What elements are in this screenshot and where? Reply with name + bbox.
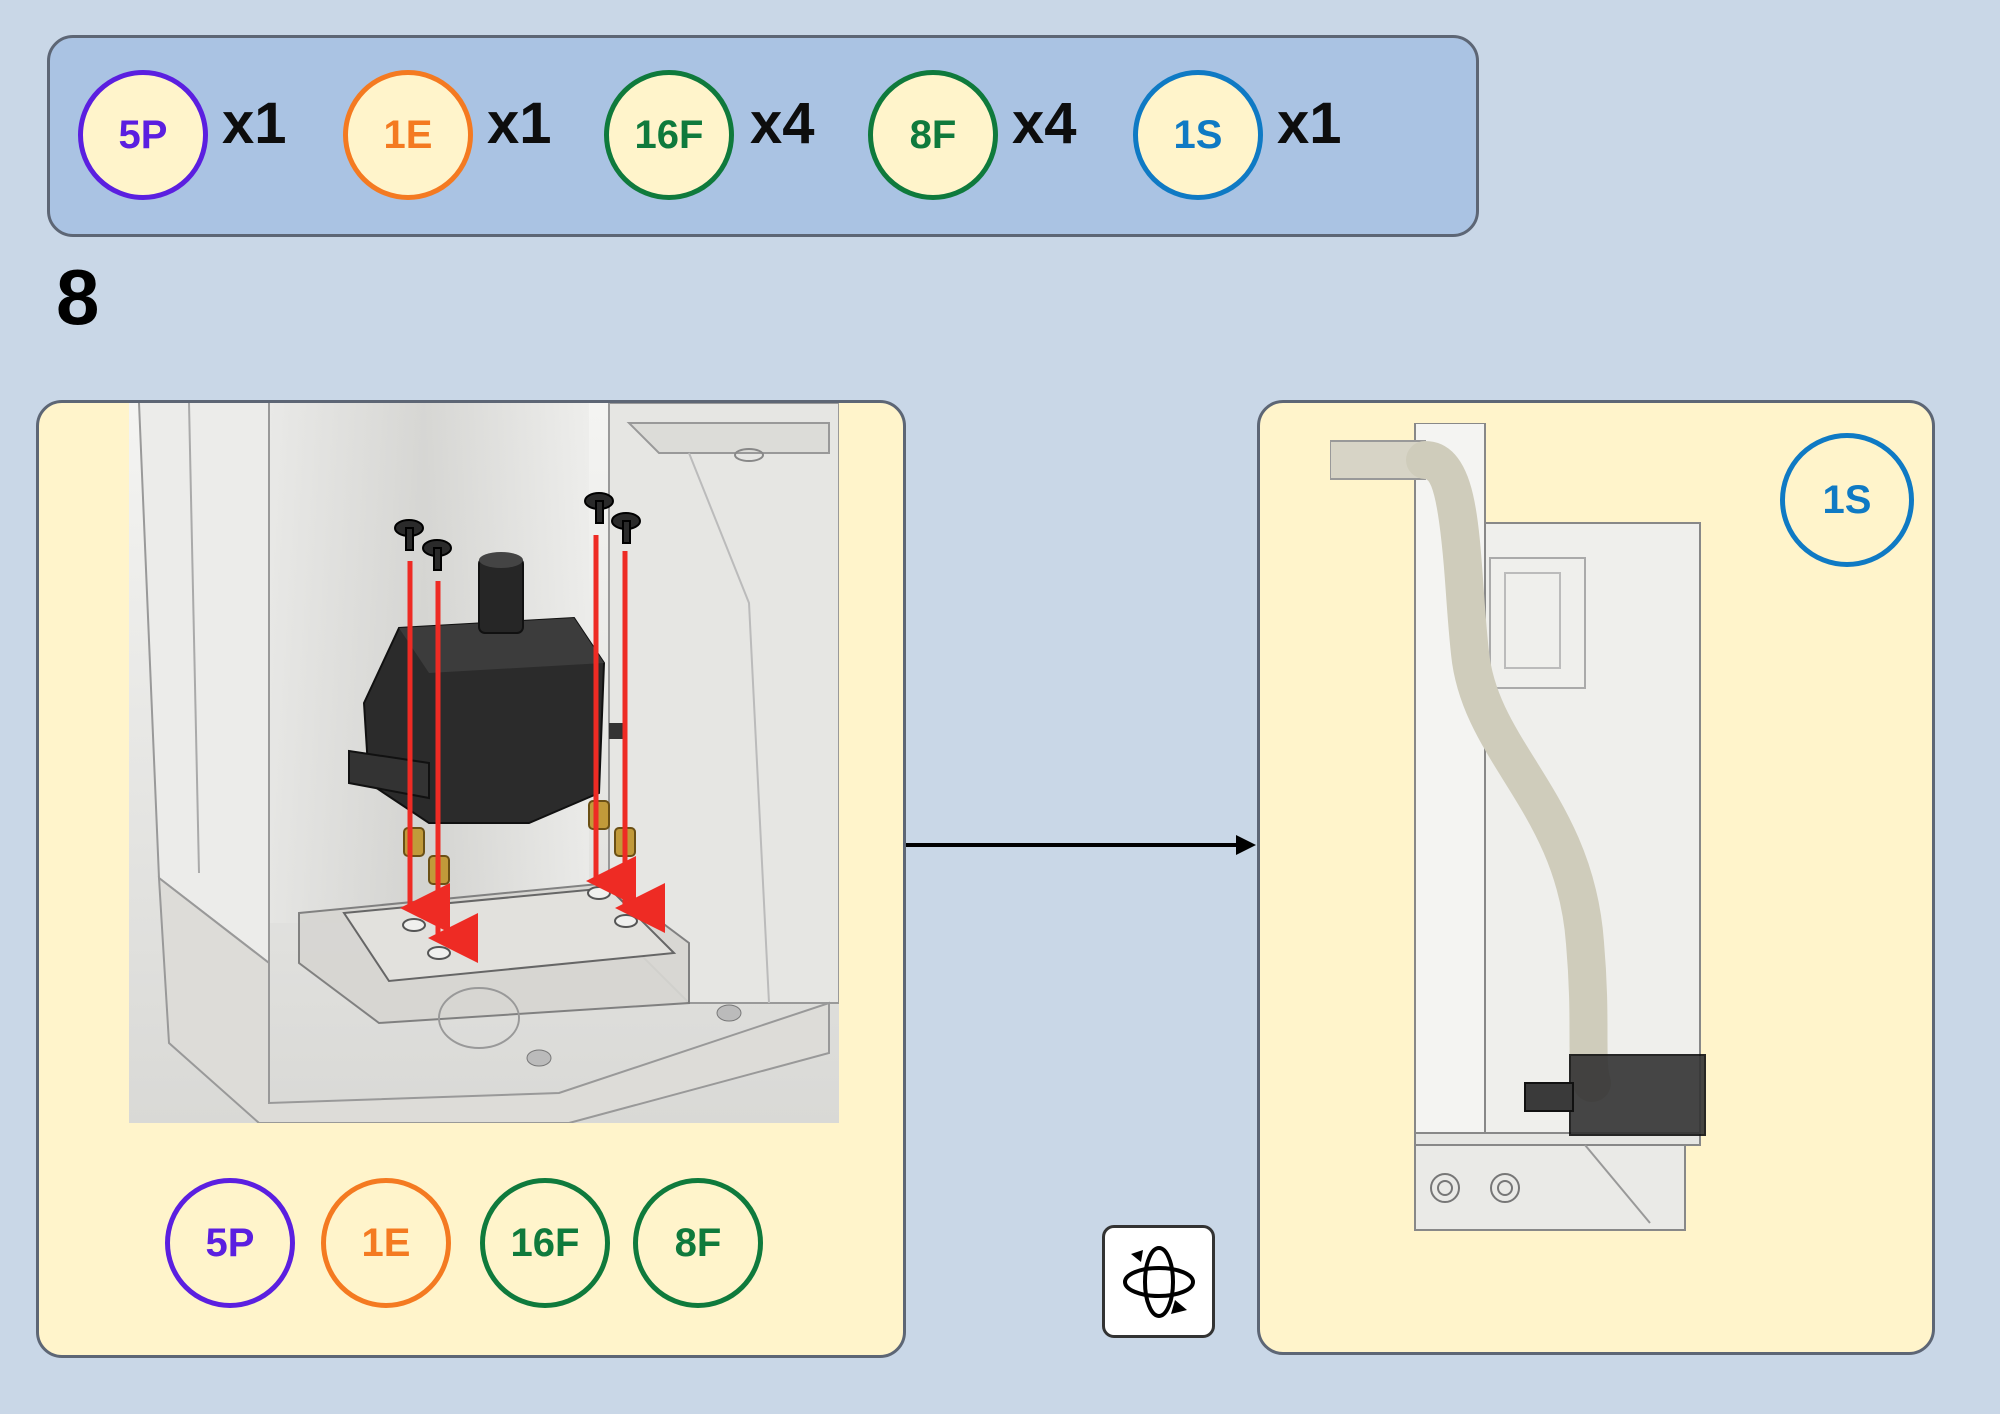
side-view-panel: 1S xyxy=(1257,400,1935,1355)
assembly-render xyxy=(129,403,839,1123)
side-view-render xyxy=(1330,423,1706,1231)
part-qty-1e: x1 xyxy=(487,91,552,156)
flow-arrow xyxy=(906,835,1256,855)
panel-part-badge-1e: 1E xyxy=(321,1178,451,1308)
part-badge-5p: 5P xyxy=(78,70,208,200)
part-badge-16f: 16F xyxy=(604,70,734,200)
panel-part-badge-16f: 16F xyxy=(480,1178,610,1308)
part-qty-16f: x4 xyxy=(750,91,815,156)
rotate-view-button[interactable] xyxy=(1102,1225,1215,1338)
assembly-panel: 5P 1E 16F 8F xyxy=(36,400,906,1358)
part-qty-1s: x1 xyxy=(1277,91,1342,156)
rotate-3d-icon xyxy=(1122,1245,1195,1318)
parts-bar: 5P x1 1E x1 16F x4 8F x4 1S x1 xyxy=(47,35,1479,237)
part-qty-8f: x4 xyxy=(1012,91,1077,156)
panel-part-badge-8f: 8F xyxy=(633,1178,763,1308)
side-view-part-badge-1s: 1S xyxy=(1780,433,1914,567)
part-badge-8f: 8F xyxy=(868,70,998,200)
panel-part-badge-5p: 5P xyxy=(165,1178,295,1308)
step-number: 8 xyxy=(56,253,100,341)
part-badge-1e: 1E xyxy=(343,70,473,200)
part-qty-5p: x1 xyxy=(222,91,287,156)
part-badge-1s: 1S xyxy=(1133,70,1263,200)
